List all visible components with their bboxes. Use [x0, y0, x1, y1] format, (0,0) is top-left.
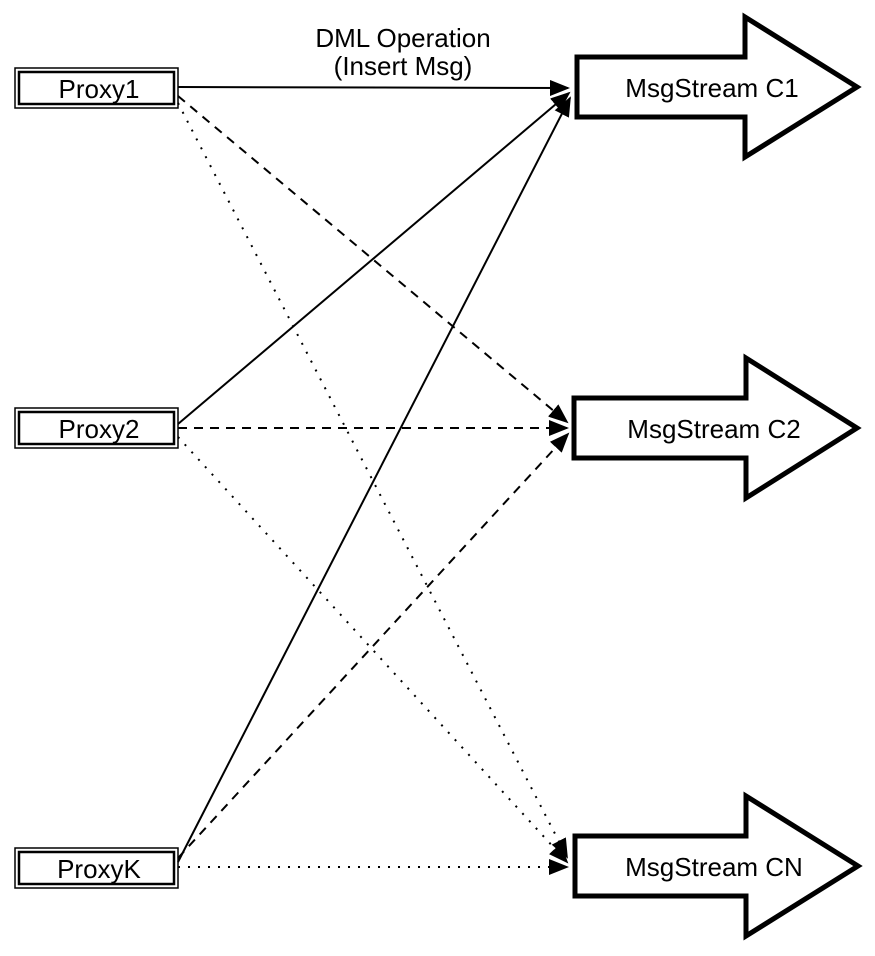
msgstream-cn-arrow-shape	[572, 791, 863, 941]
msgstream-c2-label: MsgStream C2	[627, 414, 800, 444]
proxy1-node	[14, 67, 179, 109]
proxy2-node	[14, 407, 179, 449]
edge-proxy1-to-c1-solid	[177, 79, 570, 96]
msgstream-cn-node	[572, 791, 863, 941]
proxy1-label: Proxy1	[59, 74, 140, 104]
msgstream-c2-arrow-shape	[571, 353, 862, 503]
proxyk-label: ProxyK	[57, 854, 141, 884]
edge-proxyk-to-c2-dashed	[177, 432, 570, 859]
edge-proxy2-to-c1-solid	[177, 91, 571, 425]
proxyk-box-inner-border	[17, 850, 176, 886]
msgstream-c2-node	[571, 353, 862, 503]
edge-proxyk-to-c1-solid	[177, 96, 571, 863]
proxy2-label: Proxy2	[59, 414, 140, 444]
proxy2-box-inner-border	[17, 410, 176, 446]
msgstream-c1-node	[574, 12, 862, 162]
diagram-title-line2: (Insert Msg)	[334, 51, 473, 81]
edge-proxy1-to-c2-dashed	[177, 95, 569, 424]
diagram-title-line1: DML Operation	[315, 23, 490, 53]
proxyk-node	[14, 847, 179, 889]
proxy1-box-inner-border	[17, 70, 176, 106]
edge-proxy1-to-cn-dotted	[177, 102, 568, 859]
edge-proxy2-to-cn-dotted	[177, 436, 569, 864]
msgstream-cn-label: MsgStream CN	[625, 852, 803, 882]
msgstream-c1-label: MsgStream C1	[625, 73, 798, 103]
msgstream-c1-arrow-shape	[574, 12, 862, 162]
